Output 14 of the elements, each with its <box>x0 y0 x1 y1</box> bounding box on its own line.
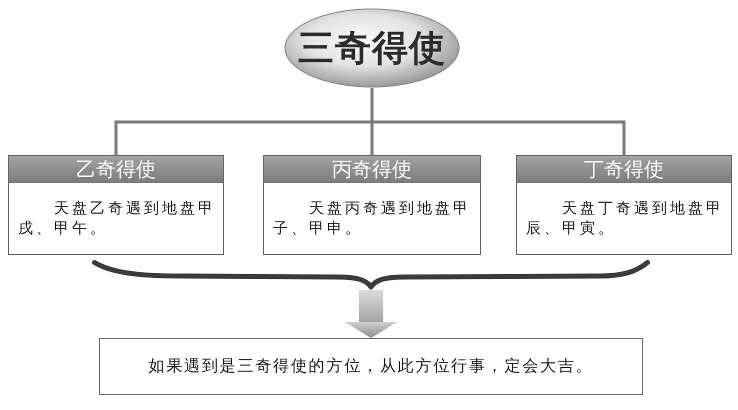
box-text: 天盘丁奇遇到地盘甲辰、甲寅。 <box>525 198 725 238</box>
down-arrow <box>345 290 397 338</box>
box-heading: 丁奇得使 <box>517 156 731 183</box>
title-ellipse: 三奇得使 <box>284 8 460 88</box>
box-heading: 乙奇得使 <box>9 156 223 183</box>
curly-brace <box>92 260 650 290</box>
box-heading: 丙奇得使 <box>264 156 480 183</box>
box-text: 天盘乙奇遇到地盘甲戌、甲午。 <box>17 198 217 238</box>
conclusion-box: 如果遇到是三奇得使的方位，从此方位行事，定会大吉。 <box>99 338 643 395</box>
box-text: 天盘丙奇遇到地盘甲子、甲申。 <box>272 198 472 238</box>
text-box <box>263 155 481 255</box>
connector-line <box>370 88 626 155</box>
text-box <box>516 155 732 255</box>
text-box <box>8 155 224 255</box>
